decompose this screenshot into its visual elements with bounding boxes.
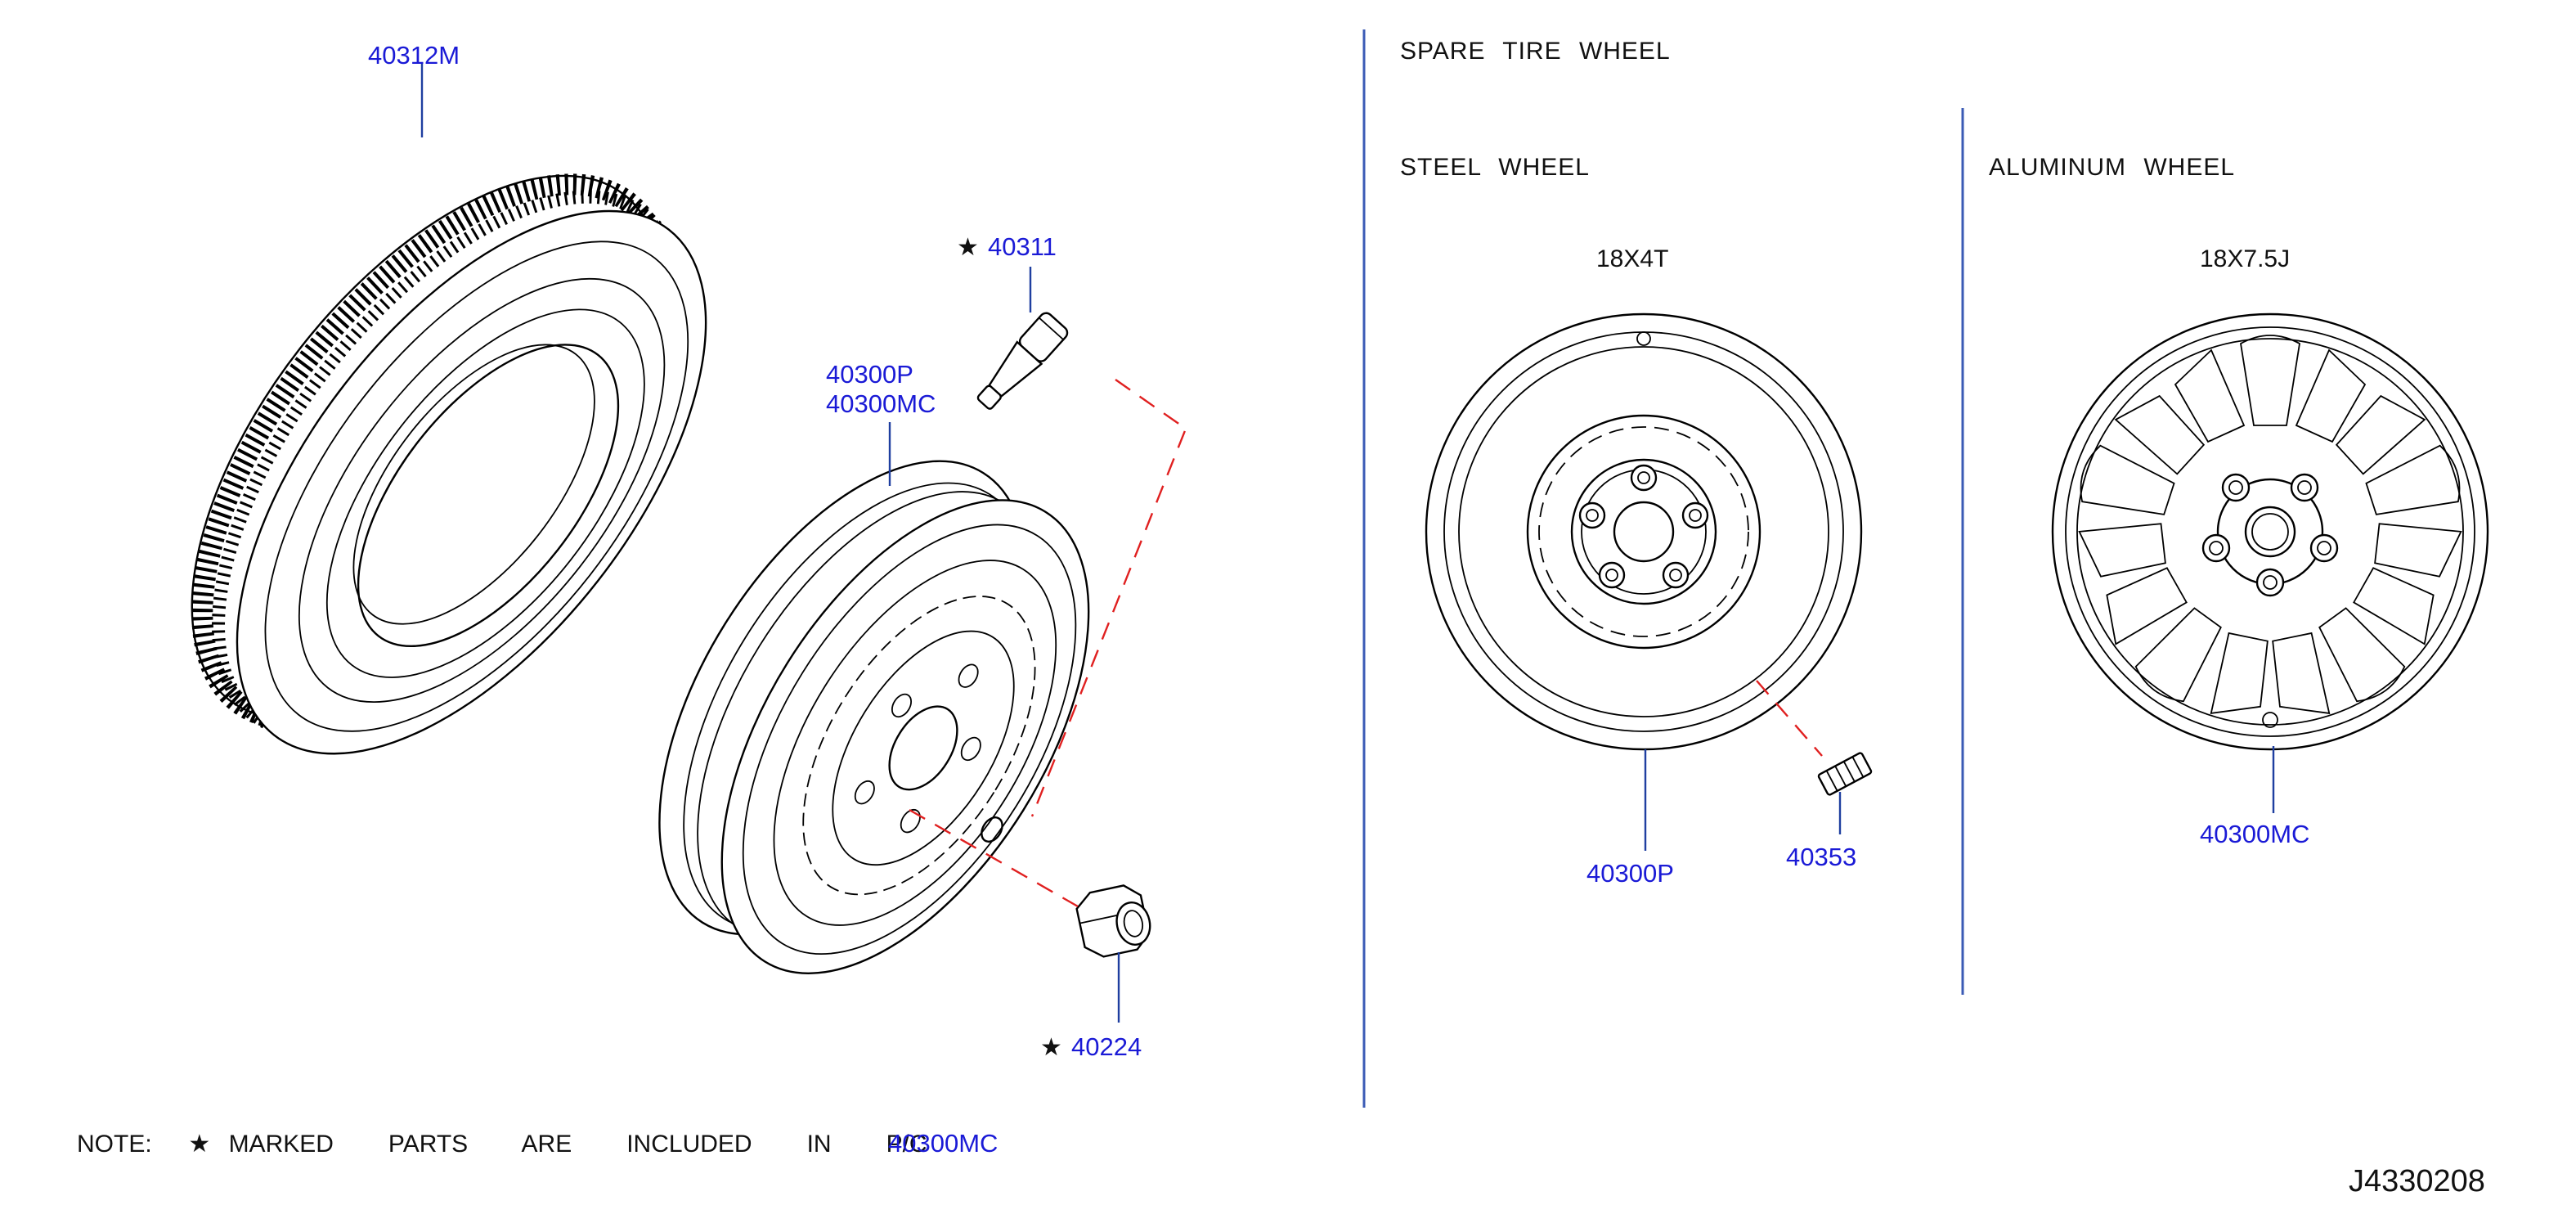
valve-drawing	[976, 312, 1069, 410]
part-number-wheel-mc[interactable]: 40300MC	[826, 389, 936, 418]
tire-drawing	[191, 173, 707, 755]
star-mark-valve: ★	[957, 234, 979, 261]
aluminum-wheel-size: 18X7.5J	[2200, 245, 2290, 272]
steel-wheel-drawing	[1425, 312, 1863, 751]
aluminum-wheel-drawing	[2051, 312, 2489, 751]
steel-wheel-size: 18X4T	[1596, 245, 1668, 272]
assembly-line-valve	[1030, 379, 1187, 817]
wheel-drawing	[658, 460, 1090, 974]
part-number-valve[interactable]: 40311	[988, 232, 1057, 261]
part-number-tire[interactable]: 40312M	[368, 41, 460, 70]
nut-drawing	[1075, 884, 1151, 958]
part-number-nut[interactable]: 40224	[1071, 1032, 1142, 1061]
heading-spare-tire-wheel: SPARE TIRE WHEEL	[1400, 38, 1671, 65]
part-number-wheel-p[interactable]: 40300P	[826, 360, 913, 389]
note-part-number[interactable]: 40300MC	[888, 1129, 998, 1158]
star-mark-nut: ★	[1040, 1034, 1062, 1061]
heading-aluminum-wheel: ALUMINUM WHEEL	[1989, 154, 2235, 181]
balance-weight-drawing	[1817, 752, 1873, 796]
part-number-weight[interactable]: 40353	[1786, 843, 1856, 871]
part-number-aluminum-wheel[interactable]: 40300MC	[2200, 820, 2309, 848]
assembly-line-weight	[1756, 680, 1823, 757]
heading-steel-wheel: STEEL WHEEL	[1400, 154, 1590, 181]
assembly-line-nut	[909, 808, 1079, 908]
part-number-steel-wheel[interactable]: 40300P	[1586, 859, 1674, 888]
note-text: NOTE: ★ MARKED PARTS ARE INCLUDED IN P/C	[77, 1131, 927, 1158]
diagram-code: J4330208	[2349, 1164, 2485, 1198]
